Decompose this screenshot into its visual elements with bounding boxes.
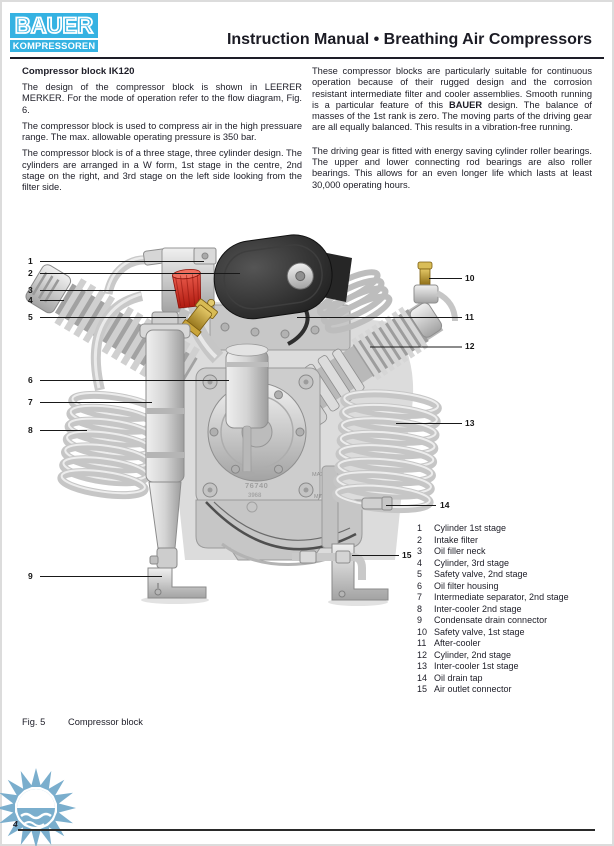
footer-divider bbox=[18, 829, 595, 831]
bauer-logo: BAUER KOMPRESSOREN bbox=[10, 13, 98, 52]
right-column: These compressor blocks are particularly… bbox=[312, 66, 592, 196]
left-foot bbox=[147, 567, 207, 599]
paragraph: The design of the compressor block is sh… bbox=[22, 82, 302, 115]
section-heading: Compressor block IK120 bbox=[22, 66, 135, 77]
callout-8: 8 bbox=[28, 425, 33, 435]
callout-3: 3 bbox=[28, 285, 33, 295]
header-divider bbox=[10, 57, 604, 59]
kompressoren-logo-text: KOMPRESSOREN bbox=[10, 38, 98, 52]
callout-9: 9 bbox=[28, 571, 33, 581]
inter-cooler-1st-stage bbox=[331, 389, 442, 514]
paragraph: The driving gear is fitted with energy s… bbox=[312, 145, 592, 190]
oil-level-min: MIN bbox=[314, 494, 324, 500]
figure-caption-label: Fig. 5 bbox=[22, 717, 46, 727]
air-outlet-connector bbox=[221, 542, 366, 580]
oil-filter-housing bbox=[225, 343, 269, 477]
figure-caption-text: Compressor block bbox=[68, 717, 143, 727]
callout-lines bbox=[40, 260, 462, 578]
right-support bbox=[321, 465, 339, 549]
compressor-photo: 76740 3968 MAX MIN bbox=[25, 234, 462, 606]
callout-12: 12 bbox=[465, 341, 475, 351]
callout-11: 11 bbox=[465, 312, 474, 322]
safety-valve-1st-stage bbox=[413, 261, 458, 322]
callout-4: 4 bbox=[28, 295, 33, 305]
callout-1: 1 bbox=[28, 256, 33, 266]
callout-6: 6 bbox=[28, 375, 33, 385]
intake-filter bbox=[213, 234, 333, 320]
page-number: 4 bbox=[13, 819, 18, 829]
paragraph: These compressor blocks are particularly… bbox=[312, 66, 592, 133]
sun-icon bbox=[0, 768, 76, 846]
callout-15: 15 bbox=[402, 550, 412, 560]
callout-5: 5 bbox=[28, 312, 33, 322]
brand-name: BAUER bbox=[448, 99, 483, 110]
oil-level-max: MAX bbox=[312, 472, 324, 478]
oil-drain-tap bbox=[361, 496, 393, 511]
after-cooler bbox=[312, 269, 393, 334]
condensate-drain-connector bbox=[156, 547, 178, 569]
casting-code: 3968 bbox=[248, 493, 262, 499]
watermark: SEATRACKER.RU bbox=[0, 756, 614, 846]
inter-cooler-2nd-stage bbox=[57, 390, 160, 500]
paragraph: The compressor block is of a three stage… bbox=[22, 148, 302, 193]
callout-10: 10 bbox=[465, 273, 475, 283]
intermediate-separator bbox=[139, 311, 191, 569]
callout-13: 13 bbox=[465, 418, 475, 428]
paragraph: The compressor block is used to compress… bbox=[22, 120, 302, 143]
callout-7: 7 bbox=[28, 397, 33, 407]
bauer-logo-text: BAUER bbox=[14, 13, 94, 39]
casting-number: 76740 bbox=[245, 481, 268, 490]
callout-2: 2 bbox=[28, 268, 33, 278]
left-column: Compressor block IK120 The design of the… bbox=[22, 66, 302, 199]
figure-caption: Fig. 5 Compressor block bbox=[22, 717, 143, 727]
safety-valve-2nd-stage bbox=[181, 298, 218, 338]
page-title: Instruction Manual • Breathing Air Compr… bbox=[226, 31, 592, 48]
callout-14: 14 bbox=[440, 500, 450, 510]
left-pipes bbox=[90, 248, 167, 392]
